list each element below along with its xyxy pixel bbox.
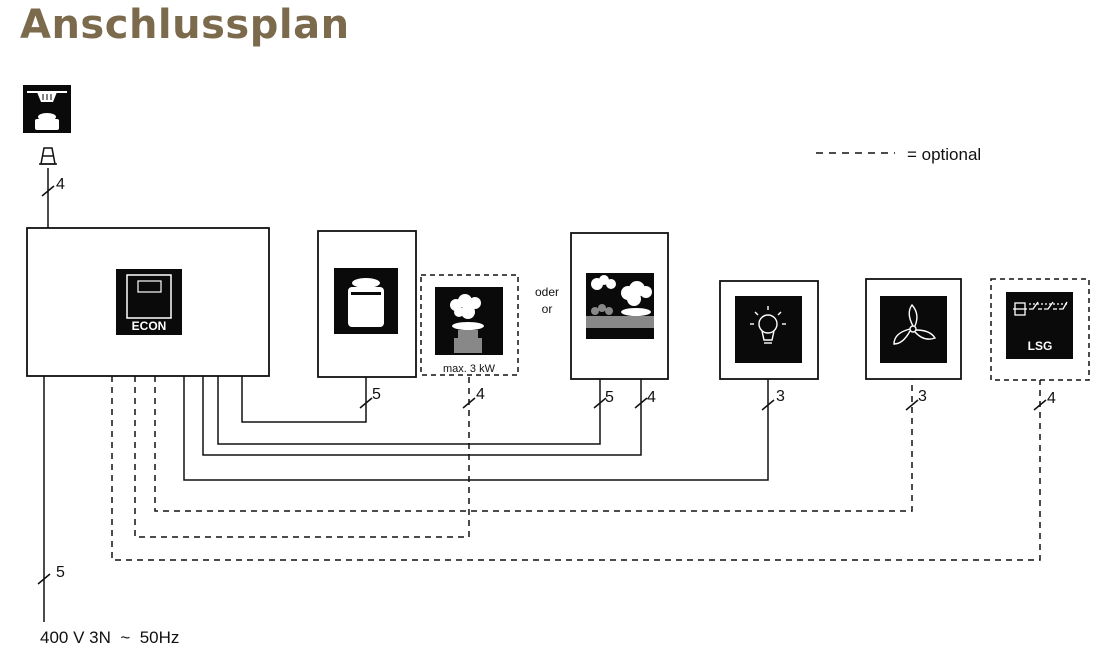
fan-cable bbox=[154, 376, 913, 512]
lsg-label: LSG bbox=[1028, 339, 1053, 353]
lsg-relay-icon bbox=[1006, 292, 1073, 359]
extractor-hood-icon bbox=[23, 85, 71, 133]
alternative-text-en: or bbox=[542, 302, 553, 316]
combi-cable-count-4: 4 bbox=[647, 389, 656, 406]
light-cable-count: 3 bbox=[776, 388, 785, 405]
steam-box bbox=[420, 274, 519, 376]
steam-generator-icon bbox=[435, 287, 503, 355]
power-cable-count: 5 bbox=[56, 564, 65, 581]
page-title: Anschlussplan bbox=[20, 2, 350, 48]
cable-gland-icon bbox=[39, 147, 57, 165]
heater-cable bbox=[241, 376, 367, 423]
alternative-text-de: oder bbox=[535, 285, 559, 299]
control-unit-box bbox=[26, 227, 270, 377]
lsg-cable-count: 4 bbox=[1047, 390, 1056, 407]
combi-heater-icon bbox=[586, 273, 654, 339]
hood-cable-count: 4 bbox=[56, 176, 65, 193]
lsg-cable bbox=[111, 376, 1041, 561]
steam-power-label: max. 3 kW bbox=[443, 363, 496, 375]
combi-cable-4 bbox=[202, 376, 642, 456]
fan-icon bbox=[880, 296, 947, 363]
light-cable bbox=[183, 376, 769, 481]
heater-box bbox=[317, 230, 417, 378]
econ-label: ECON bbox=[132, 319, 167, 333]
combi-cable-5 bbox=[217, 376, 601, 445]
power-supply-label: 400 V 3N ~ 50Hz bbox=[40, 628, 179, 647]
fan-cable-count: 3 bbox=[918, 388, 927, 405]
heater-cable-count: 5 bbox=[372, 386, 381, 403]
steam-cable bbox=[134, 375, 470, 538]
light-box bbox=[719, 280, 819, 380]
combi-box bbox=[570, 232, 669, 380]
combi-cable-count-5: 5 bbox=[605, 389, 614, 406]
sauna-heater-icon bbox=[334, 268, 398, 334]
light-bulb-icon bbox=[735, 296, 802, 363]
fan-box bbox=[865, 278, 962, 380]
econ-controller-icon bbox=[116, 269, 182, 335]
steam-cable-count: 4 bbox=[476, 386, 485, 403]
legend-text: = optional bbox=[907, 145, 981, 164]
